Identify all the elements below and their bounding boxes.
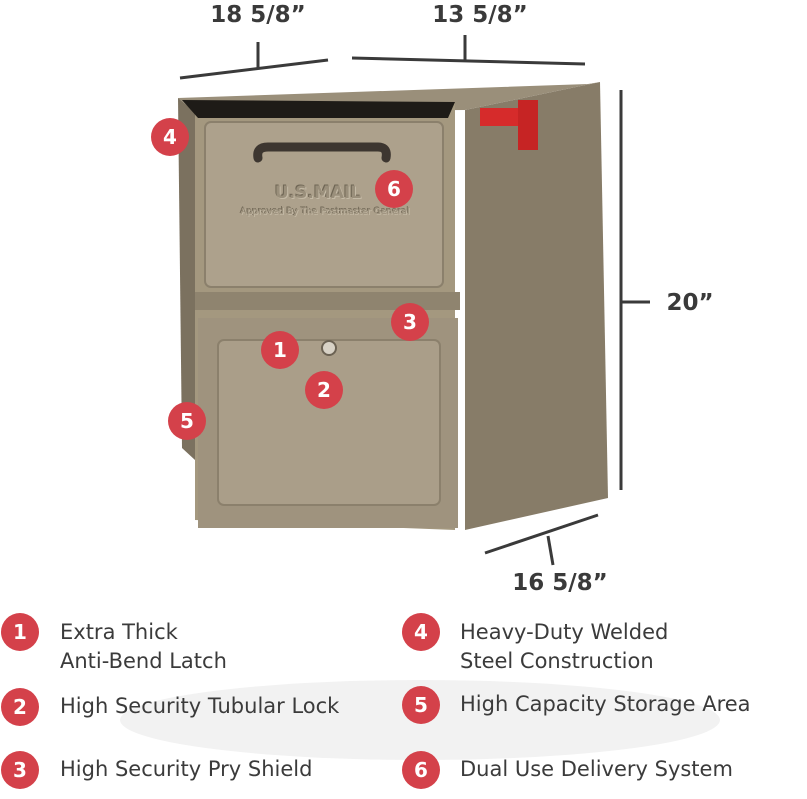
legend-item-3: High Security Pry Shield	[60, 757, 313, 781]
legend-text: Steel Construction	[460, 649, 654, 673]
dimension-lines	[179, 35, 650, 566]
callout-badge-3: 3	[391, 303, 429, 341]
legend-badge-5: 5	[402, 686, 440, 724]
lower-door[interactable]	[217, 339, 441, 506]
legend-item-5: High Capacity Storage Area	[460, 692, 751, 716]
dimension-depth-top: 13 5/8”	[432, 2, 528, 28]
right-side-panel	[465, 82, 608, 530]
legend-item-2: High Security Tubular Lock	[60, 694, 340, 718]
callout-badge-4: 4	[151, 118, 189, 156]
upper-door	[204, 121, 444, 288]
emboss-title: U.S.MAIL	[274, 183, 362, 203]
flag-arm[interactable]	[518, 100, 538, 150]
dimension-depth-bottom: 16 5/8”	[512, 570, 608, 596]
mail-slot-opening	[182, 100, 455, 118]
pry-shield-rail	[195, 292, 460, 310]
flag[interactable]	[480, 108, 520, 126]
door-handle[interactable]	[253, 142, 391, 163]
callout-badge-2: 2	[305, 371, 343, 409]
callout-badge-1: 1	[261, 331, 299, 369]
legend-badge-4: 4	[402, 613, 440, 651]
legend-item-6: Dual Use Delivery System	[460, 757, 733, 781]
emboss-subtitle: Approved By The Postmaster General	[240, 207, 410, 217]
legend-text: Heavy-Duty Welded	[460, 620, 669, 644]
legend-text: Anti-Bend Latch	[60, 649, 227, 673]
left-side-panel	[178, 98, 195, 460]
legend-text: Extra Thick	[60, 620, 178, 644]
legend-badge-1: 1	[1, 613, 39, 651]
callout-badge-6: 6	[375, 170, 413, 208]
dimension-width: 18 5/8”	[210, 2, 306, 28]
legend-badge-3: 3	[1, 751, 39, 789]
tubular-lock[interactable]	[321, 340, 337, 356]
legend-badge-2: 2	[1, 688, 39, 726]
dimension-height: 20”	[666, 290, 714, 316]
legend-badge-6: 6	[402, 751, 440, 789]
callout-badge-5: 5	[168, 402, 206, 440]
